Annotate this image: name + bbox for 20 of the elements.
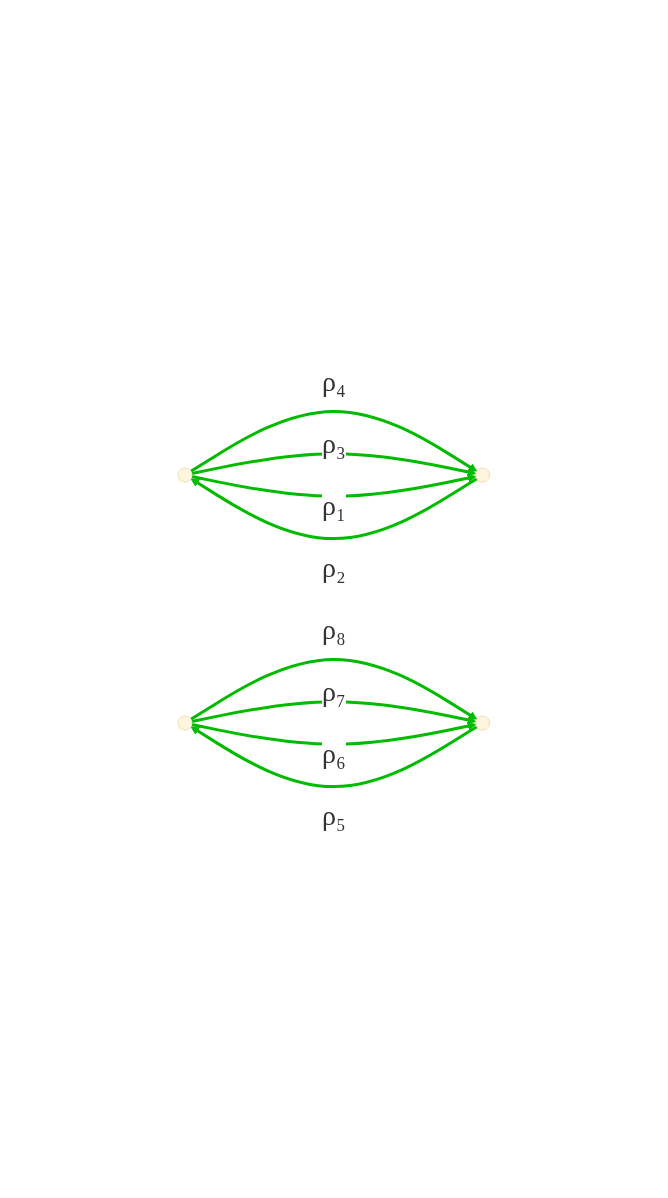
arrow bbox=[190, 477, 478, 541]
arrow bbox=[191, 452, 477, 477]
edge-label: ρ₄ bbox=[322, 366, 346, 397]
edge-label: ρ₁ bbox=[322, 490, 346, 521]
arrow bbox=[191, 473, 477, 498]
edge-label: ρ₈ bbox=[322, 614, 346, 645]
edge-label: ρ₆ bbox=[322, 738, 346, 769]
arrow bbox=[190, 657, 478, 721]
edge-label: ρ₅ bbox=[322, 800, 346, 831]
node-point bbox=[177, 467, 193, 483]
edge-label: ρ₃ bbox=[322, 428, 346, 459]
node-point bbox=[177, 715, 193, 731]
edge-label: ρ₂ bbox=[322, 552, 346, 583]
arrow bbox=[190, 725, 478, 789]
node-point bbox=[475, 715, 491, 731]
node-point bbox=[475, 467, 491, 483]
arrow bbox=[191, 721, 477, 746]
arrow bbox=[190, 409, 478, 473]
arrow bbox=[191, 700, 477, 725]
edge-label: ρ₇ bbox=[322, 676, 346, 707]
